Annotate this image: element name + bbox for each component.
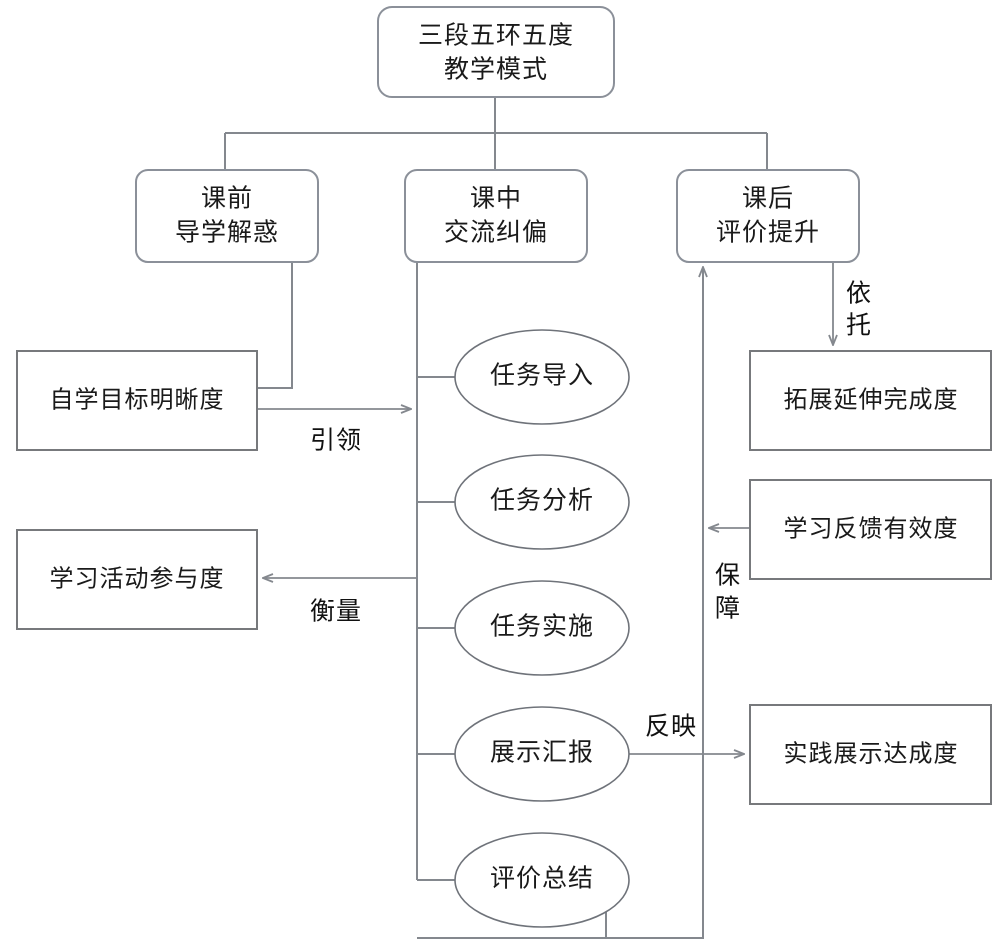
node-degree-right-1[interactable]: 拓展延伸完成度: [749, 350, 992, 451]
degree-right-2-label: 学习反馈有效度: [784, 516, 959, 543]
stage-pre-box: [135, 169, 319, 263]
degree-right-3-label: 实践展示达成度: [784, 741, 959, 768]
ring-2-shape: [454, 454, 630, 550]
ring-3-label: 任务实施: [490, 613, 594, 641]
node-degree-left-2[interactable]: 学习活动参与度: [16, 529, 258, 630]
ring-4-shape: [454, 706, 630, 802]
degree-left-2-box: [16, 529, 258, 630]
root-box: [377, 6, 615, 98]
stage-mid-label-line1: 课中: [470, 185, 522, 213]
degree-right-1-label: 拓展延伸完成度: [784, 387, 959, 414]
ring-5-label: 评价总结: [490, 865, 594, 893]
degree-right-2-box: [749, 479, 992, 580]
node-ring-1[interactable]: 任务导入: [454, 329, 630, 425]
stage-post-label-line1: 课后: [742, 185, 794, 213]
node-ring-2[interactable]: 任务分析: [454, 454, 630, 550]
node-root[interactable]: 三段五环五度 教学模式: [377, 6, 615, 98]
node-stage-mid[interactable]: 课中 交流纠偏: [404, 169, 588, 263]
edge-label-hengliang: 衡量: [310, 598, 362, 626]
edge-label-fanying: 反映: [645, 713, 697, 741]
ring-4-label: 展示汇报: [490, 739, 594, 767]
stage-pre-label-line2: 导学解惑: [175, 219, 279, 247]
degree-right-3-box: [749, 704, 992, 805]
degree-left-1-label: 自学目标明晰度: [50, 387, 225, 414]
root-label-line1: 三段五环五度: [418, 22, 574, 50]
edge-label-baozhang-char2: 障: [715, 595, 741, 623]
stage-mid-box: [404, 169, 588, 263]
ring-1-shape: [454, 329, 630, 425]
node-degree-right-3[interactable]: 实践展示达成度: [749, 704, 992, 805]
edge-label-yituo-char1: 依: [846, 280, 872, 308]
stage-pre-label-line1: 课前: [201, 185, 253, 213]
node-degree-left-1[interactable]: 自学目标明晰度: [16, 350, 258, 451]
ring-1-label: 任务导入: [490, 362, 594, 390]
edge-label-baozhang-char1: 保: [715, 562, 741, 590]
node-stage-post[interactable]: 课后 评价提升: [676, 169, 860, 263]
connector-feedback-loop-to-post: [417, 268, 703, 939]
edge-label-baozhang: 保 障: [715, 562, 741, 623]
degree-left-2-label: 学习活动参与度: [50, 566, 225, 593]
ring-3-shape: [454, 580, 630, 676]
edge-label-yituo: 依 托: [846, 280, 872, 340]
degree-right-1-box: [749, 350, 992, 451]
root-label-line2: 教学模式: [444, 56, 548, 84]
stage-mid-label-line2: 交流纠偏: [444, 219, 548, 247]
node-ring-4[interactable]: 展示汇报: [454, 706, 630, 802]
node-ring-5[interactable]: 评价总结: [454, 832, 630, 928]
degree-left-1-box: [16, 350, 258, 451]
node-stage-pre[interactable]: 课前 导学解惑: [135, 169, 319, 263]
ring-5-shape: [454, 832, 630, 928]
connector-pre-to-degree-left-1: [257, 262, 293, 389]
edge-label-yinling: 引领: [310, 427, 362, 455]
edge-label-yituo-char2: 托: [846, 312, 872, 340]
stage-post-box: [676, 169, 860, 263]
ring-2-label: 任务分析: [490, 487, 594, 515]
stage-post-label-line2: 评价提升: [716, 219, 820, 247]
node-ring-3[interactable]: 任务实施: [454, 580, 630, 676]
node-degree-right-2[interactable]: 学习反馈有效度: [749, 479, 992, 580]
